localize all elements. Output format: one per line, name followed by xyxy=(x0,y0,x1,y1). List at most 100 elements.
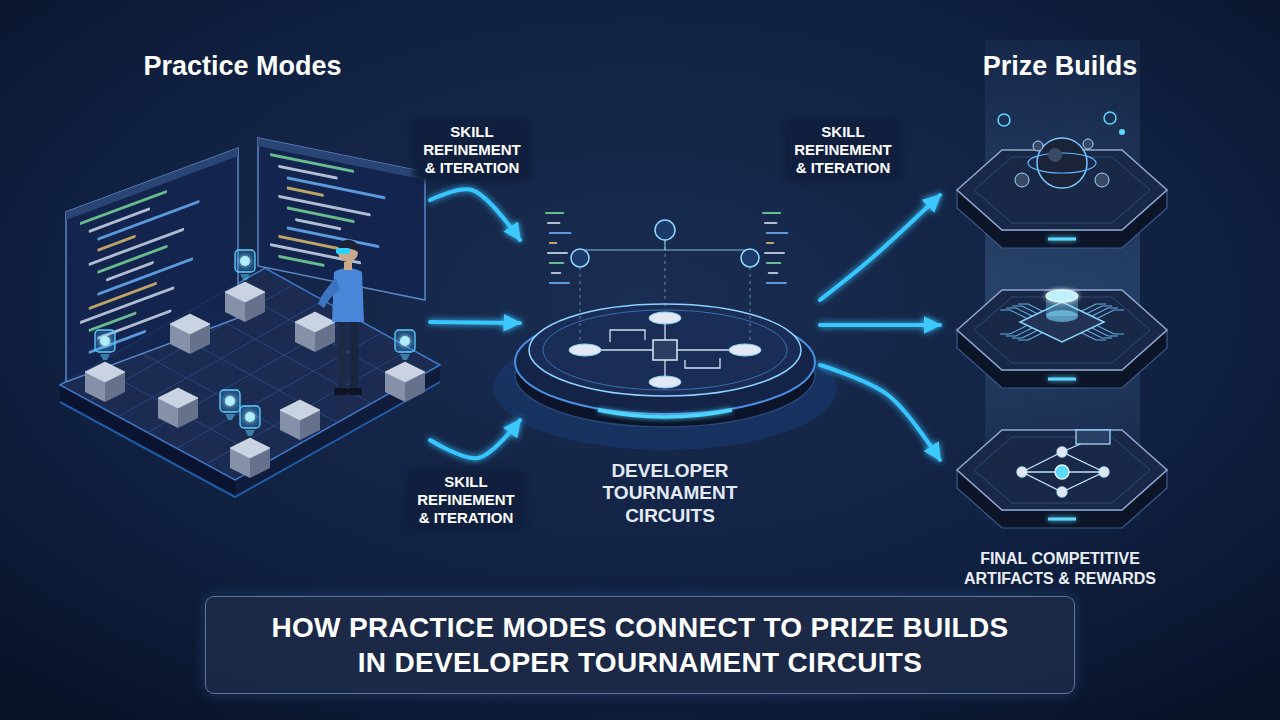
tournament-platform-illustration xyxy=(549,282,570,284)
tournament-platform-illustration xyxy=(677,349,729,350)
practice-lab-illustration xyxy=(258,138,425,180)
tournament-platform-illustration xyxy=(664,360,665,376)
practice-lab-illustration xyxy=(295,218,341,230)
practice-lab-illustration xyxy=(235,250,255,272)
tournament-platform-illustration xyxy=(664,324,665,340)
prize-build-platforms xyxy=(1000,290,1124,342)
flow-arrow xyxy=(820,195,940,300)
practice-lab-illustration xyxy=(287,226,379,248)
edge-label: SKILL REFINEMENT & ITERATION xyxy=(417,123,527,177)
practice-lab-illustration xyxy=(278,195,370,217)
practice-lab-illustration xyxy=(170,314,210,334)
prize-build-platforms xyxy=(1033,141,1043,151)
prize-build-platforms xyxy=(1048,148,1062,162)
practice-lab-illustration xyxy=(100,354,110,360)
practice-lab-illustration xyxy=(270,153,385,279)
practice-lab-illustration xyxy=(89,330,146,354)
tournament-platform-illustration xyxy=(571,249,589,267)
tournament-platform-illustration xyxy=(580,240,750,342)
edge-label: SKILL REFINEMENT & ITERATION xyxy=(788,123,898,177)
prize-build-platforms xyxy=(1046,310,1078,322)
practice-lab-illustration xyxy=(240,256,250,266)
practice-lab-illustration xyxy=(85,362,125,382)
tournament-platform-illustration xyxy=(766,262,781,264)
tournament-platform-illustration xyxy=(493,212,837,450)
prize-build-platforms xyxy=(1037,138,1087,188)
tournament-platform-illustration xyxy=(569,344,601,356)
tournament-platform-illustration xyxy=(549,262,564,264)
practice-lab-illustration xyxy=(60,138,440,497)
tournament-platform-illustration xyxy=(543,310,787,390)
prize-build-platforms xyxy=(1098,326,1124,334)
prize-build-platforms xyxy=(1015,173,1029,187)
practice-lab-illustration xyxy=(400,336,410,346)
prize-build-platforms xyxy=(1022,452,1104,492)
practice-lab-illustration xyxy=(400,354,410,360)
practice-lab-illustration xyxy=(100,336,110,346)
practice-lab-illustration xyxy=(80,286,174,324)
prize-build-platforms xyxy=(957,150,1167,528)
practice-modes-area: Practice Modes xyxy=(55,40,430,475)
practice-lab-illustration xyxy=(230,438,270,458)
tournament-platform-illustration xyxy=(764,222,778,224)
prize-build-platforms xyxy=(1099,467,1109,477)
practice-lab-illustration xyxy=(220,390,240,412)
tournament-platform-illustration xyxy=(653,340,677,360)
practice-lab-illustration xyxy=(225,396,235,406)
prize-build-platforms xyxy=(1000,326,1026,334)
tournament-platform-illustration xyxy=(598,410,732,417)
prize-build-platforms xyxy=(957,430,1167,510)
practice-lab-illustration xyxy=(287,176,386,199)
tournament-platform: DEVELOPER TOURNAMENT CIRCUITS xyxy=(520,195,820,540)
flow-arrow xyxy=(820,323,940,327)
prize-build-platforms xyxy=(1104,112,1116,124)
practice-lab-illustration xyxy=(350,318,358,392)
tournament-platform-illustration xyxy=(766,232,789,234)
tournament-platform-illustration xyxy=(580,240,665,250)
practice-lab-illustration xyxy=(287,186,324,197)
tournament-platform-illustration xyxy=(685,358,720,368)
diagram-title: HOW PRACTICE MODES CONNECT TO PRIZE BUIL… xyxy=(265,610,1015,680)
prize-build-platforms xyxy=(957,40,1167,528)
prize-build-platforms xyxy=(1048,518,1076,521)
practice-lab-illustration xyxy=(278,255,324,267)
prize-build-platforms xyxy=(1083,139,1093,149)
practice-lab-illustration xyxy=(80,178,199,357)
prize-build-platforms xyxy=(1057,487,1067,497)
tournament-platform-illustration xyxy=(741,249,759,267)
tournament-platform-illustration xyxy=(551,272,561,274)
tournament-platform-illustration xyxy=(762,212,788,284)
practice-lab-illustration xyxy=(225,282,265,302)
practice-lab-illustration xyxy=(348,388,362,395)
tournament-platform-illustration xyxy=(729,344,761,356)
practice-lab-illustration xyxy=(240,274,250,280)
practice-lab-illustration xyxy=(336,248,350,254)
prize-build-platforms xyxy=(1098,310,1124,318)
prize-build-platforms xyxy=(1095,173,1109,187)
tournament-platform-illustration xyxy=(766,242,774,244)
edge-label: SKILL REFINEMENT & ITERATION xyxy=(411,473,521,527)
prize-build-platforms xyxy=(1057,447,1067,457)
practice-lab-illustration xyxy=(231,288,406,385)
practice-lab-illustration xyxy=(158,388,198,408)
prize-build-platforms xyxy=(1076,430,1110,444)
practice-lab-illustration xyxy=(66,148,238,220)
tournament-platform-illustration xyxy=(545,212,564,214)
section-heading: Prize Builds xyxy=(983,50,1138,82)
practice-lab-illustration xyxy=(318,240,364,395)
practice-lab-illustration xyxy=(245,412,255,422)
tournament-platform-illustration xyxy=(749,267,750,342)
prize-build-platforms xyxy=(1048,378,1076,381)
prize-build-platforms xyxy=(1055,465,1069,479)
tournament-platform-illustration xyxy=(549,232,572,234)
tournament-platform-illustration xyxy=(649,376,681,388)
practice-lab-illustration xyxy=(240,406,260,428)
practice-lab-illustration xyxy=(94,366,269,461)
tournament-platform-illustration xyxy=(768,272,778,274)
practice-lab-illustration xyxy=(106,261,154,282)
practice-lab-illustration xyxy=(344,262,352,270)
tournament-platform-illustration xyxy=(610,330,645,342)
practice-lab-illustration xyxy=(85,250,425,478)
prize-build-platforms xyxy=(1048,238,1076,241)
